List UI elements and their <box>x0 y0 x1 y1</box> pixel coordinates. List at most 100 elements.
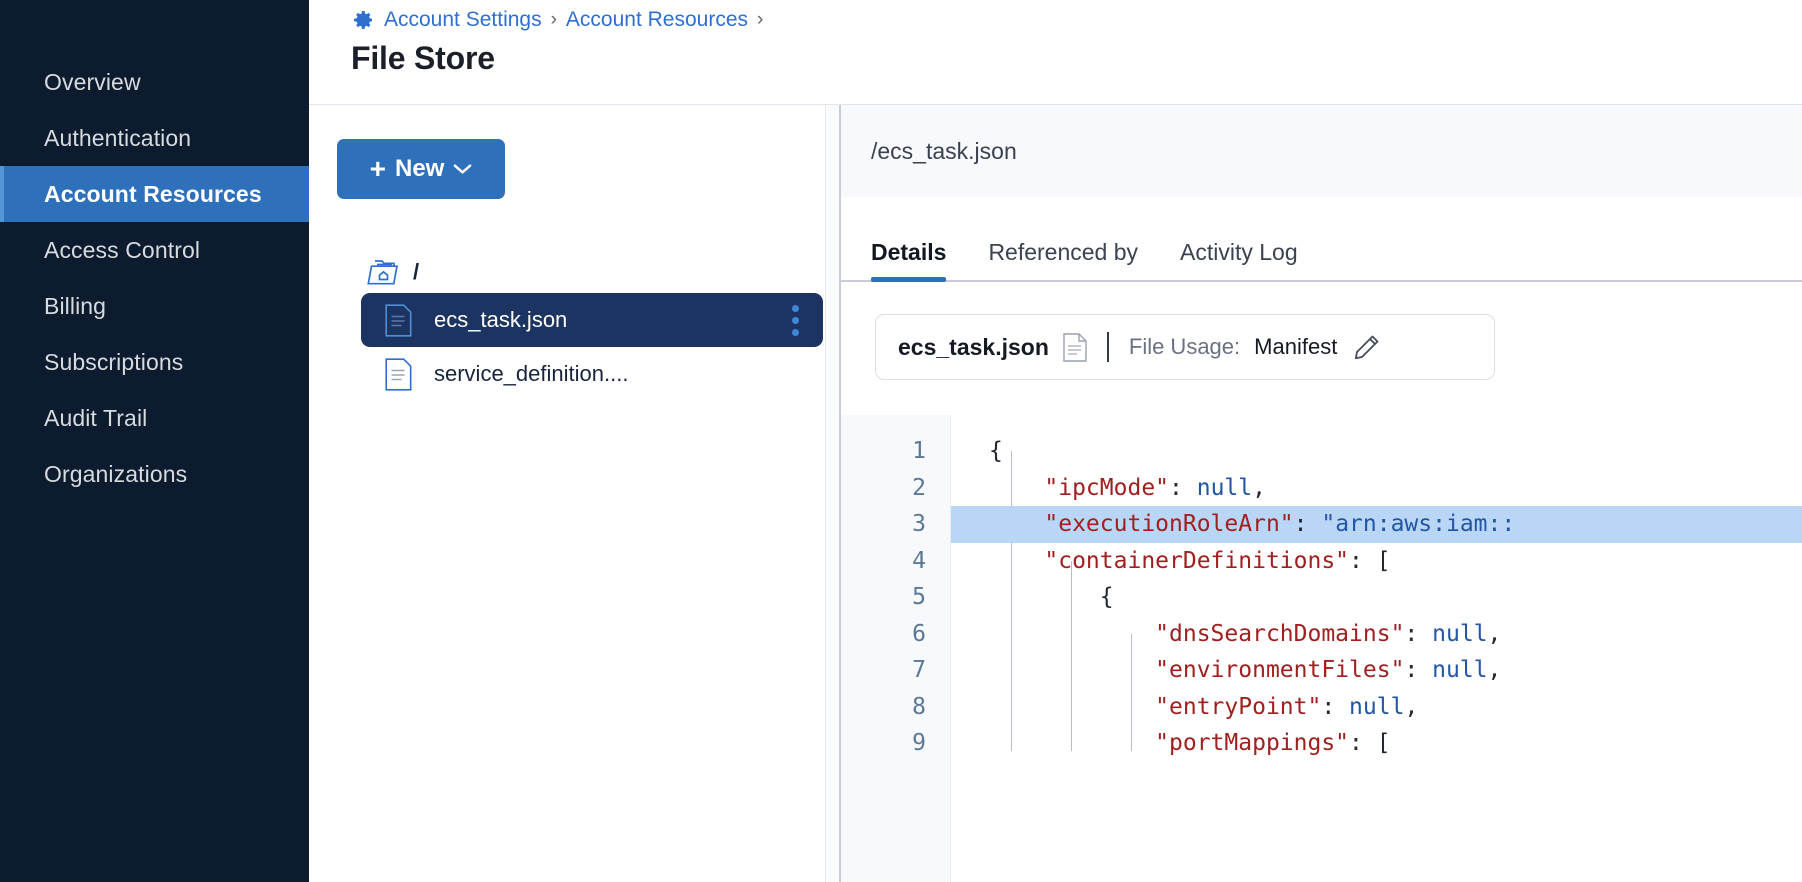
line-number: 1 <box>912 438 926 464</box>
code-token: "arn:aws:iam:: <box>1321 511 1516 537</box>
tab-label: Referenced by <box>988 239 1139 265</box>
sidebar-item-audit-trail[interactable]: Audit Trail <box>0 390 309 446</box>
code-line[interactable]: "environmentFiles": null, <box>951 652 1802 689</box>
file-row-ecs-task-json[interactable]: ecs_task.json <box>361 293 823 347</box>
kebab-menu-icon[interactable] <box>784 299 807 342</box>
document-icon <box>385 357 412 391</box>
code-token: "ipcMode" <box>1044 474 1170 501</box>
line-number: 3 <box>912 511 926 537</box>
sidebar-item-subscriptions[interactable]: Subscriptions <box>0 334 309 390</box>
document-icon <box>385 303 412 337</box>
file-tree-panel: + New <box>309 105 825 882</box>
card-divider <box>1106 332 1109 362</box>
breadcrumb-link-account-settings[interactable]: Account Settings <box>384 8 542 31</box>
file-usage-value: Manifest <box>1254 334 1338 359</box>
sidebar-item-authentication[interactable]: Authentication <box>0 110 309 166</box>
breadcrumb-separator-trailing: › <box>757 9 764 30</box>
tab-activity-log[interactable]: Activity Log <box>1180 239 1298 280</box>
page-header: Account Settings › Account Resources › F… <box>309 0 1802 105</box>
code-token: "entryPoint" <box>1155 693 1322 720</box>
sidebar-item-overview[interactable]: Overview <box>0 54 309 110</box>
sidebar-item-label: Overview <box>44 68 141 95</box>
code-token: : [ <box>1349 730 1391 756</box>
sidebar: Overview Authentication Account Resource… <box>0 0 309 882</box>
code-token: : <box>1321 693 1350 720</box>
line-number: 5 <box>912 584 926 610</box>
sidebar-item-label: Audit Trail <box>44 404 148 431</box>
tab-details[interactable]: Details <box>871 239 947 282</box>
sidebar-item-access-control[interactable]: Access Control <box>0 222 309 278</box>
code-token <box>989 511 1044 537</box>
code-line[interactable]: { <box>951 579 1802 616</box>
code-line[interactable]: "portMappings": [ <box>951 725 1802 762</box>
new-button[interactable]: + New <box>337 139 505 199</box>
new-button-label: New <box>395 155 445 182</box>
code-line[interactable]: "ipcMode": null, <box>951 470 1802 507</box>
main-body: + New <box>309 105 1802 882</box>
tree-root-label: / <box>413 259 420 284</box>
code-token: : <box>1293 511 1322 537</box>
code-token: null <box>1196 474 1253 501</box>
sidebar-item-account-resources[interactable]: Account Resources <box>0 166 309 222</box>
breadcrumb: Account Settings › Account Resources › <box>351 0 1802 32</box>
sidebar-item-organizations[interactable]: Organizations <box>0 446 309 502</box>
code-token <box>989 730 1155 756</box>
code-token: { <box>989 584 1114 610</box>
code-token: , <box>1252 474 1266 501</box>
sidebar-item-label: Subscriptions <box>44 348 184 375</box>
code-token: null <box>1432 620 1488 647</box>
code-token: "environmentFiles" <box>1155 657 1405 683</box>
code-line[interactable]: "executionRoleArn": "arn:aws:iam:: <box>951 506 1802 543</box>
code-token <box>989 475 1044 501</box>
plus-icon: + <box>369 153 386 184</box>
sidebar-item-label: Account Resources <box>44 180 262 207</box>
code-token: null <box>1432 657 1488 683</box>
content-area: Account Settings › Account Resources › F… <box>309 0 1802 882</box>
usage-file-name: ecs_task.json <box>898 333 1049 360</box>
page-title: File Store <box>351 40 495 76</box>
code-token: : <box>1404 620 1433 647</box>
code-token: , <box>1487 657 1502 683</box>
tab-referenced-by[interactable]: Referenced by <box>988 239 1138 280</box>
file-name-label: ecs_task.json <box>434 307 568 332</box>
sidebar-item-billing[interactable]: Billing <box>0 278 309 334</box>
code-token: null <box>1349 693 1405 720</box>
code-line[interactable]: "dnsSearchDomains": null, <box>951 616 1802 653</box>
file-tree: / ecs_task.json <box>337 251 825 401</box>
code-token: "portMappings" <box>1155 730 1350 756</box>
sheet-document-icon <box>1063 332 1087 362</box>
gear-icon <box>351 8 375 32</box>
detail-tabs: Details Referenced by Activity Log <box>841 197 1802 282</box>
sidebar-item-label: Access Control <box>44 236 201 263</box>
code-token <box>989 548 1044 574</box>
tab-label: Activity Log <box>1180 239 1298 265</box>
code-token <box>989 694 1155 720</box>
code-token <box>989 657 1155 683</box>
code-token: "executionRoleArn" <box>1044 511 1294 537</box>
breadcrumb-link-account-resources[interactable]: Account Resources <box>565 8 749 31</box>
line-number: 9 <box>912 730 926 756</box>
pencil-icon[interactable] <box>1351 332 1382 363</box>
line-number: 7 <box>912 657 926 683</box>
breadcrumb-separator: › <box>550 9 557 30</box>
file-row-service-definition[interactable]: service_definition.... <box>361 347 825 401</box>
code-token: : <box>1169 474 1197 501</box>
code-token <box>989 621 1155 647</box>
file-usage-label: File Usage: <box>1128 334 1241 359</box>
code-line[interactable]: "containerDefinitions": [ <box>951 543 1802 580</box>
panel-divider-scrollbar[interactable] <box>825 105 841 882</box>
code-line[interactable]: { <box>951 433 1802 470</box>
line-number: 8 <box>912 693 926 720</box>
editor-code-area[interactable]: { "ipcMode": null, "executionRoleArn": "… <box>951 415 1802 882</box>
chevron-down-icon <box>453 163 472 175</box>
tree-root-folder[interactable]: / <box>337 251 825 293</box>
sidebar-item-label: Organizations <box>44 460 188 487</box>
code-token: "containerDefinitions" <box>1044 547 1350 574</box>
line-number: 4 <box>912 547 926 574</box>
code-line[interactable]: "entryPoint": null, <box>951 689 1802 726</box>
file-detail-panel: /ecs_task.json Details Referenced by Act… <box>841 105 1802 882</box>
code-token: , <box>1404 693 1419 720</box>
code-token: { <box>989 438 1003 464</box>
